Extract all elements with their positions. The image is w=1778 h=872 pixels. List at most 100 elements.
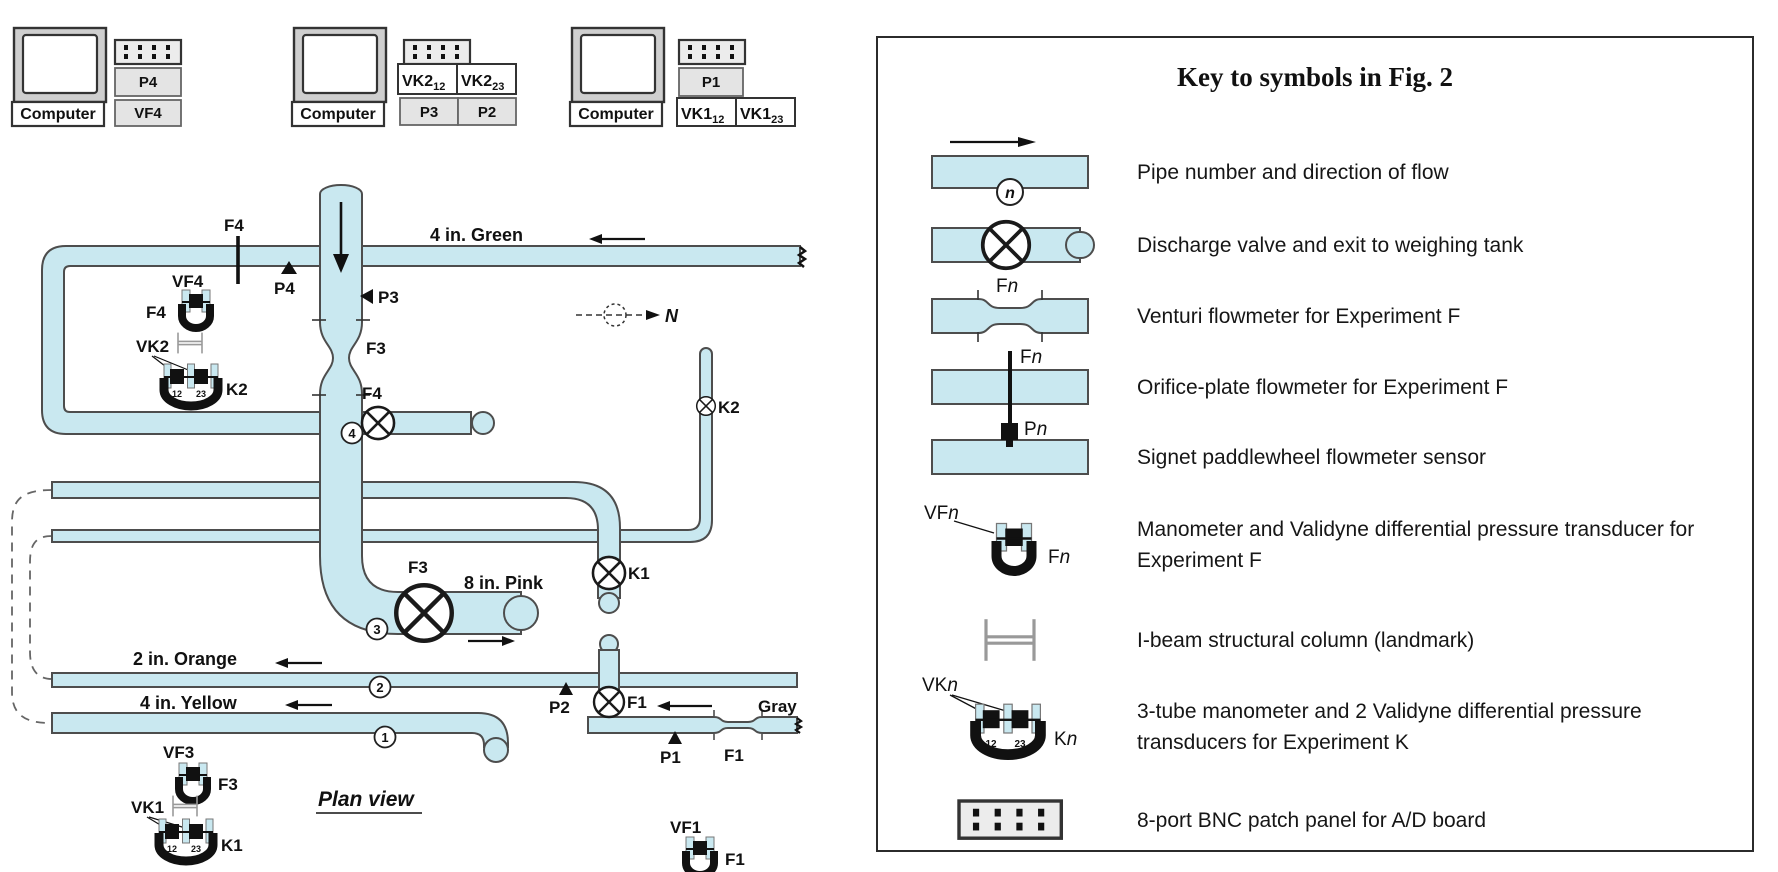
svg-text:Computer: Computer: [578, 106, 654, 123]
legend-symbol-discharge-valve: [931, 219, 1095, 271]
svg-text:n: n: [1005, 185, 1015, 202]
flow-arrow-gray: [657, 701, 712, 711]
svg-text:12: 12: [985, 739, 997, 750]
svg-text:VF4: VF4: [134, 105, 162, 122]
computer-monitor-icon: [570, 26, 666, 104]
pipe-2-run: [51, 347, 713, 543]
manometer-3tube-icon: [164, 364, 218, 406]
manometer-icon: [182, 290, 210, 328]
legend-item-label: Discharge valve and exit to weighing tan…: [1137, 234, 1524, 257]
bnc-patch-panel-icon: [677, 38, 747, 66]
pipe-number-4: 4: [340, 421, 364, 445]
computer-station-2: Computer VK212 VK223 P3 P2: [290, 26, 517, 128]
hidden-return-pipe-2: [29, 535, 53, 680]
pipe-green-label: 4 in. Green: [430, 225, 523, 245]
legend-symbol-pipe-flow: n: [931, 137, 1089, 206]
legend-item-label: Signet paddlewheel flowmeter sensor: [1137, 446, 1487, 469]
pipe-yellow-end-cap: [483, 737, 509, 763]
svg-text:VK1: VK1: [131, 798, 164, 817]
svg-text:2: 2: [376, 680, 383, 695]
svg-text:P1: P1: [702, 74, 720, 91]
legend-item-label: Pipe number and direction of flow: [1137, 161, 1449, 184]
pipe-green-break: [796, 246, 808, 268]
svg-text:VK212: VK212: [402, 73, 445, 93]
svg-text:VK123: VK123: [740, 106, 783, 126]
svg-text:VKn: VKn: [922, 675, 958, 696]
pipe-pink-end-cap: [503, 595, 539, 631]
paddlewheel-p2-icon: [559, 682, 573, 695]
svg-text:F1: F1: [725, 850, 745, 869]
paddlewheel-p2-label: P2: [549, 698, 570, 717]
svg-text:23: 23: [191, 844, 201, 854]
svg-text:VF3: VF3: [163, 743, 194, 762]
paddlewheel-p4-icon: [281, 261, 297, 274]
svg-text:P3: P3: [420, 104, 438, 121]
discharge-valve-k2-icon: [695, 395, 717, 417]
piping-diagram-svg: 4 3 2 1 F4 P4 P3 P2 P1 4 in. Green 8 in.…: [10, 26, 808, 872]
svg-text:F4: F4: [146, 303, 166, 322]
svg-text:Fn: Fn: [996, 276, 1018, 297]
pipe-gray-label: Gray: [758, 697, 797, 716]
manometer-icon: [686, 837, 714, 872]
pipe-green: [41, 245, 801, 435]
bnc-patch-panel-icon: [113, 38, 183, 66]
legend-symbol-manometer-k: VKn 12 23 Kn: [922, 675, 1077, 785]
svg-text:4: 4: [348, 426, 356, 441]
legend-panel: Key to symbols in Fig. 2 n Pipe number a…: [876, 36, 1754, 852]
flow-arrow-green: [589, 234, 645, 244]
svg-text:Kn: Kn: [1054, 729, 1077, 750]
venturi-f1-ticks: [713, 710, 763, 740]
flow-arrow-orange: [275, 658, 322, 668]
svg-text:12: 12: [167, 844, 177, 854]
svg-text:P4: P4: [139, 74, 158, 91]
valve-f1-label: F1: [627, 693, 647, 712]
bnc-patch-panel-icon: [402, 38, 472, 66]
svg-text:F3: F3: [218, 775, 238, 794]
svg-text:Computer: Computer: [20, 106, 96, 123]
pipe-orange: [51, 672, 798, 688]
svg-text:VK2: VK2: [136, 337, 169, 356]
manometer-vf4: VF4 F4: [146, 272, 210, 328]
svg-text:23: 23: [196, 389, 206, 399]
orifice-f4-label: F4: [224, 216, 244, 235]
discharge-valve-k1-icon: [591, 555, 627, 591]
north-label: N: [665, 306, 679, 326]
pipe-yellow: [51, 712, 509, 748]
paddlewheel-p1-label: P1: [660, 748, 681, 767]
i-beam-icon: [177, 331, 203, 355]
legend-symbol-paddlewheel: Pn: [931, 419, 1089, 475]
valve-f3-label: F3: [408, 558, 428, 577]
legend-symbol-i-beam: [984, 617, 1036, 663]
manometer-icon: [179, 763, 207, 801]
pipe-orange-label: 2 in. Orange: [133, 649, 237, 669]
computer-monitor-icon: [12, 26, 108, 104]
discharge-valve-f3-icon: [396, 585, 452, 641]
pipe-number-1: 1: [373, 725, 397, 749]
venturi-f3-label: F3: [366, 339, 386, 358]
svg-text:P2: P2: [478, 104, 496, 121]
legend-symbol-orifice-plate: Fn: [931, 347, 1089, 423]
svg-text:K1: K1: [221, 836, 243, 855]
flow-arrow-down-8in: [333, 202, 349, 273]
legend-item-label: Orifice-plate flowmeter for Experiment F: [1137, 376, 1509, 399]
manometer-vk1: VK1 12 23 K1: [131, 794, 243, 861]
pipe-pink-label: 8 in. Pink: [464, 573, 544, 593]
legend-symbol-manometer-f: VFn Fn: [924, 503, 1070, 593]
legend-item-label: Venturi flowmeter for Experiment F: [1137, 305, 1461, 328]
legend-item-label: 3-tube manometer and 2 Validyne differen…: [1137, 700, 1642, 754]
svg-text:Pn: Pn: [1024, 419, 1047, 440]
svg-text:VF1: VF1: [670, 818, 701, 837]
paddlewheel-p3-icon: [360, 289, 373, 304]
manometer-vf3: VF3 F3: [163, 743, 238, 801]
svg-text:Fn: Fn: [1020, 347, 1042, 368]
discharge-valve-f4-icon: [360, 405, 396, 441]
discharge-valve-f1-icon: [592, 685, 626, 719]
svg-text:VF4: VF4: [172, 272, 204, 291]
pipe-number-2: 2: [368, 675, 392, 699]
venturi-f3-ticks: [312, 319, 370, 396]
plan-view-caption: Plan view: [316, 788, 422, 814]
svg-text:VK223: VK223: [461, 73, 504, 93]
computer-station-1: Computer P4 VF4: [10, 26, 183, 128]
paddlewheel-p4-label: P4: [274, 279, 295, 298]
svg-text:Plan view: Plan view: [318, 788, 415, 811]
